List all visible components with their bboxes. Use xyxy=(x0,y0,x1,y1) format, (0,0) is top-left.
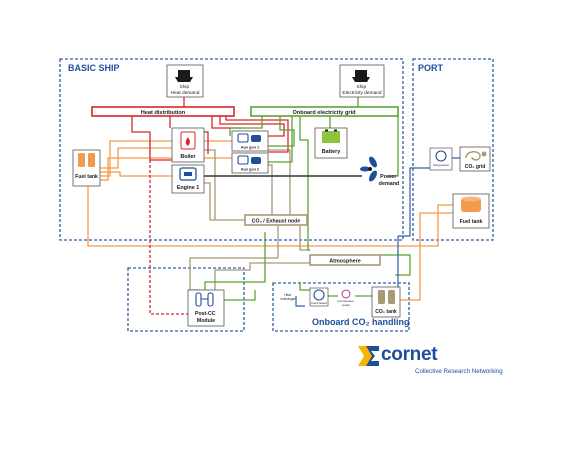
compressor-icon xyxy=(435,150,447,162)
svg-text:Ship Heat demand: Ship Heat demand xyxy=(171,84,200,96)
heat-exchanger-block: Heat exchanger xyxy=(281,293,297,301)
atmosphere-label: Atmosphere xyxy=(329,259,360,265)
onboard-co2-title: Onboard CO₂ handling xyxy=(312,317,410,327)
ship-heat-demand-line2: Heat demand xyxy=(171,90,200,96)
ship-electricity-demand-line1: Ship xyxy=(357,84,367,90)
port-title: PORT xyxy=(418,63,444,73)
boiler-label: Boiler xyxy=(180,154,196,160)
compressor-label: Compressor xyxy=(311,301,327,305)
post-cc-line1: Post-CC xyxy=(195,311,216,317)
ship-electricity-demand-line2: Electricity demand xyxy=(342,90,382,96)
port-compressor-block: Compressor xyxy=(429,147,453,171)
battery-icon xyxy=(322,129,340,143)
co2-tank-label: CO₂ tank xyxy=(375,309,397,315)
atmosphere-node xyxy=(309,254,381,266)
co2-grid-icon xyxy=(465,151,487,161)
fuel-tank-icon xyxy=(78,153,95,167)
power-demand-line2: demand xyxy=(379,181,400,187)
aux-gen-1-label: Aux gen 1 xyxy=(241,146,259,150)
heat-exchanger-line1: Heat xyxy=(284,293,291,297)
compressor-icon xyxy=(313,289,325,301)
co2-grid-block: CO₂ grid xyxy=(459,146,491,172)
battery-label: Battery xyxy=(322,149,341,155)
svg-text:Power demand: Power demand xyxy=(379,174,400,187)
fuel-tank-icon xyxy=(461,196,481,212)
aux-gen-2-label: Aux gen 2 xyxy=(241,168,259,172)
cornet-wordmark: cornet xyxy=(381,344,438,365)
column-icon xyxy=(195,292,214,307)
ship-electricity-demand-block: Ship Electricity demand xyxy=(339,64,385,98)
basic-ship-title: BASIC SHIP xyxy=(68,63,120,73)
engine-1-label: Engine 1 xyxy=(177,185,199,191)
cornet-logo-icon xyxy=(358,346,379,366)
boiler-block: Boiler xyxy=(171,127,205,163)
heat-recovery-line xyxy=(149,160,188,315)
condenser-icon xyxy=(341,289,351,299)
svg-text:Ship Electricity demand: Ship Electricity demand xyxy=(342,84,382,96)
condenser-line1: Compressor xyxy=(337,299,353,303)
power-demand-block: Power demand xyxy=(360,156,400,187)
fuel-tank-port-label: Fuel tank xyxy=(460,219,483,225)
heat-exchanger-line2: exchanger xyxy=(281,297,297,301)
engine-icon xyxy=(179,167,197,181)
aux-gen-1-block: Aux gen 1 xyxy=(231,130,269,152)
boiler-icon xyxy=(180,131,196,150)
onboard-co2-region xyxy=(272,282,410,332)
engine-icon xyxy=(237,155,261,165)
electricity-grid-bus xyxy=(250,106,399,117)
svg-text:Post-CC Module: Post-CC Module xyxy=(195,311,217,324)
co2-exhaust-node-label: CO₂ / Exhaust node xyxy=(252,219,301,225)
fuel-lines xyxy=(87,140,460,301)
engine-icon xyxy=(237,133,261,143)
svg-text:Heat exchanger: Heat exchanger xyxy=(281,293,297,301)
post-cc-module-block: Post-CC Module xyxy=(187,289,225,327)
co2-grid-label: CO₂ grid xyxy=(465,164,486,170)
fuel-tank-port-block: Fuel tank xyxy=(452,193,490,229)
port-compressor-label: Compressor xyxy=(433,163,449,167)
condenser-line2: cooler xyxy=(342,303,350,307)
basic-ship-region xyxy=(59,58,404,241)
svg-text:Compressor cooler: Compressor cooler xyxy=(337,299,354,307)
battery-block: Battery xyxy=(314,127,348,159)
heat-distribution-bus xyxy=(91,106,235,117)
power-demand-line1: Power xyxy=(380,174,397,180)
ship-icon xyxy=(175,70,193,82)
ship-heat-demand-line1: Ship xyxy=(180,84,190,90)
port-region xyxy=(412,58,494,241)
electricity-grid-label: Onboard electricity grid xyxy=(292,110,356,116)
engine-1-block: Engine 1 xyxy=(171,164,205,194)
ship-heat-demand-block: Ship Heat demand xyxy=(166,64,204,98)
fuel-tank-ship-block: Fuel tank xyxy=(72,149,101,187)
propeller-icon xyxy=(360,156,377,182)
co2-tank-icon xyxy=(378,290,395,304)
fuel-tank-ship-label: Fuel tank xyxy=(75,174,98,180)
heat-distribution-label: Heat distribution xyxy=(141,110,186,116)
aux-gen-2-block: Aux gen 2 xyxy=(231,152,269,174)
compressor-block: Compressor xyxy=(309,287,329,307)
co2-exhaust-node xyxy=(244,214,308,226)
condenser-block: Compressor cooler xyxy=(337,289,354,307)
cornet-tagline: Collective Research Networking xyxy=(415,368,503,375)
co2-tank-block: CO₂ tank xyxy=(371,286,401,318)
ship-icon xyxy=(352,70,370,82)
post-cc-line2: Module xyxy=(197,318,215,324)
